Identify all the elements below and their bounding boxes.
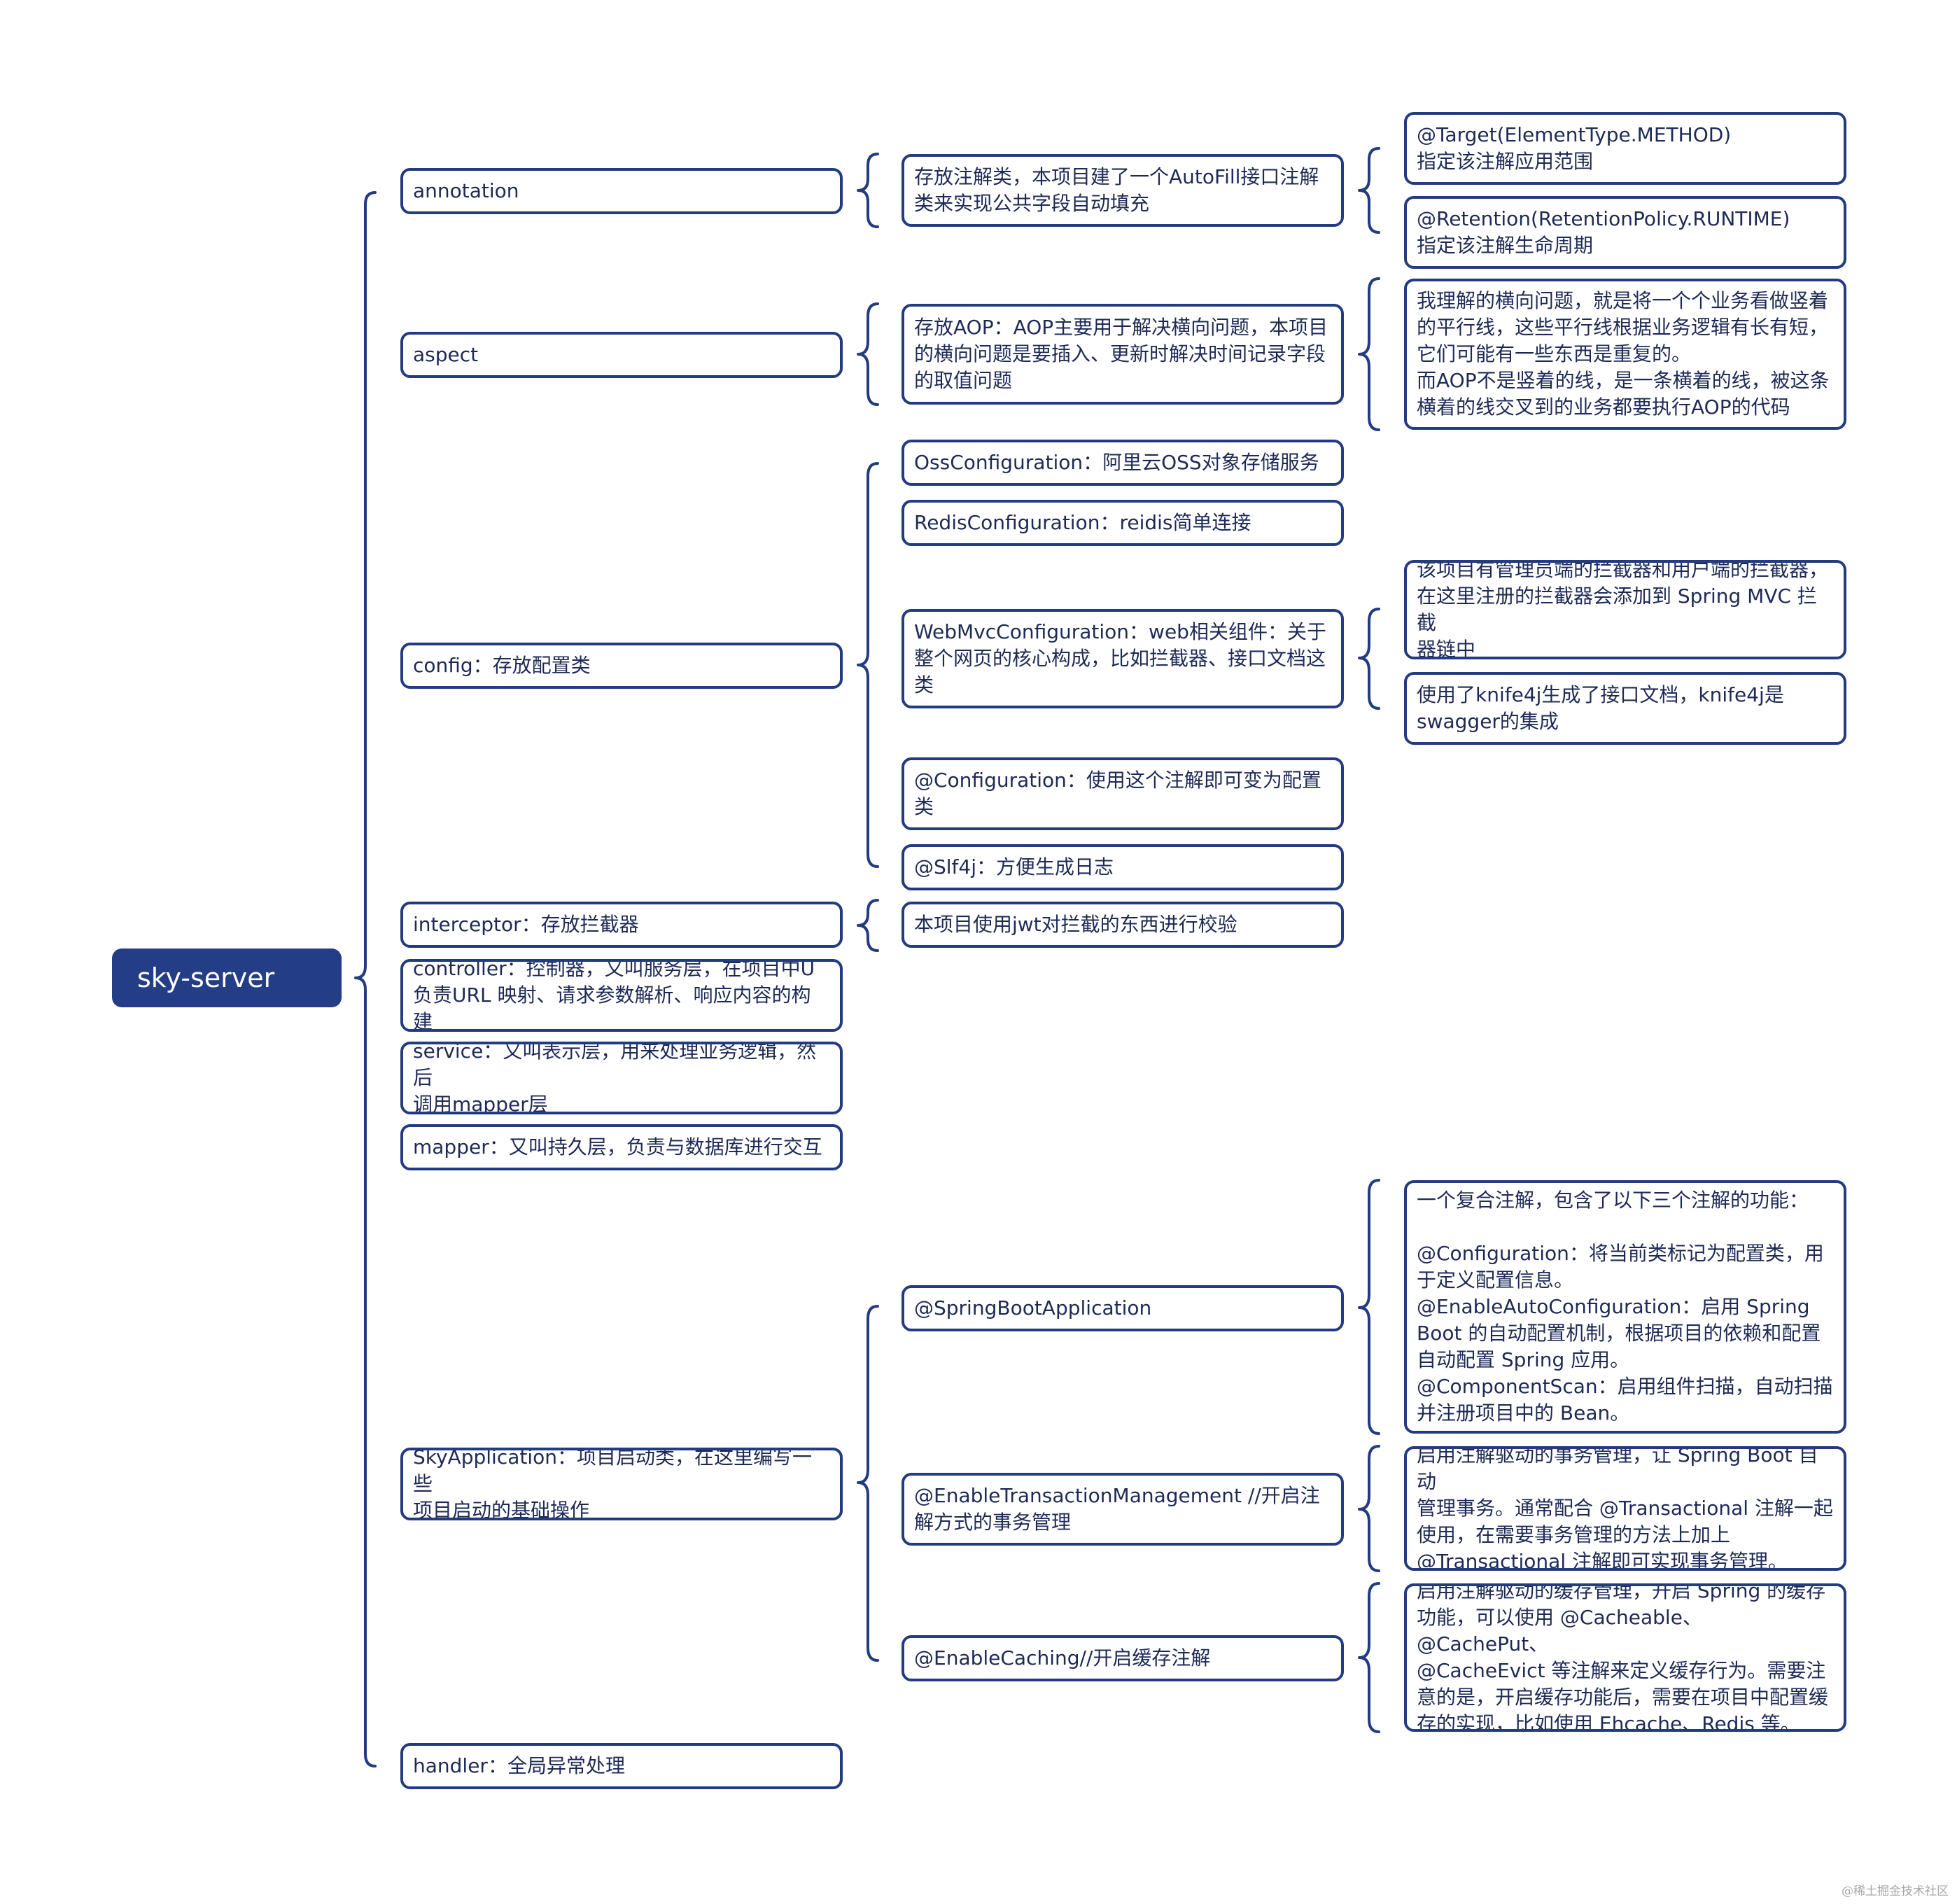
node-target-label: @Target(ElementType.METHOD) 指定该注解应用范围 [1417, 123, 1732, 173]
node-knife4j-note[interactable]: 使用了knife4j生成了接口文档，knife4j是 swagger的集成 [1404, 672, 1846, 745]
node-caching-note-label: 启用注解驱动的缓存管理，开启 Spring 的缓存 功能，可以使用 @Cache… [1417, 1583, 1829, 1732]
node-oss-config-label: OssConfiguration：阿里云OSS对象存储服务 [914, 451, 1319, 474]
node-interceptor-label: interceptor：存放拦截器 [413, 913, 639, 936]
node-annotation-desc[interactable]: 存放注解类，本项目建了一个AutoFill接口注解 类来实现公共字段自动填充 [902, 154, 1344, 227]
node-aop-explain-label: 我理解的横向问题，就是将一个个业务看做竖着 的平行线，这些平行线根据业务逻辑有长… [1417, 289, 1830, 419]
node-config[interactable]: config：存放配置类 [400, 643, 843, 689]
node-service[interactable]: service：又叫表示层，用来处理业务逻辑，然后 调用mapper层 [400, 1042, 843, 1114]
node-springboot-application-label: @SpringBootApplication [914, 1296, 1152, 1320]
node-springboot-note-label: 一个复合注解，包含了以下三个注解的功能： @Configuration：将当前类… [1417, 1189, 1833, 1424]
node-annotation-label: annotation [413, 179, 519, 202]
watermark: @稀土掘金技术社区 [1842, 1884, 1949, 1898]
node-webmvc-config[interactable]: WebMvcConfiguration：web相关组件：关于 整个网页的核心构成… [902, 609, 1344, 708]
aspect-brace [857, 302, 879, 406]
node-aop-explain[interactable]: 我理解的横向问题，就是将一个个业务看做竖着 的平行线，这些平行线根据业务逻辑有长… [1404, 279, 1846, 430]
node-interceptors-note[interactable]: 该项目有管理员端的拦截器和用户端的拦截器， 在这里注册的拦截器会添加到 Spri… [1404, 560, 1846, 659]
tx-brace [1358, 1445, 1380, 1572]
root-node[interactable]: sky-server [112, 948, 342, 1007]
aspect-desc-brace [1358, 277, 1380, 431]
node-handler[interactable]: handler：全局异常处理 [400, 1743, 843, 1789]
node-aspect-label: aspect [413, 343, 479, 366]
node-configuration-annotation-label: @Configuration：使用这个注解即可变为配置 类 [914, 769, 1321, 818]
annotation-desc-brace [1358, 147, 1380, 234]
node-redis-config-label: RedisConfiguration：reidis简单连接 [914, 511, 1251, 534]
node-aspect-desc[interactable]: 存放AOP：AOP主要用于解决横向问题，本项目 的横向问题是要插入、更新时解决时… [902, 304, 1344, 405]
config-brace [857, 462, 879, 868]
node-controller-label: controller：控制器，又叫服务层，在项目中U 负责URL 映射、请求参数… [413, 959, 815, 1032]
node-jwt-label: 本项目使用jwt对拦截的东西进行校验 [914, 913, 1237, 936]
node-springboot-note[interactable]: 一个复合注解，包含了以下三个注解的功能： @Configuration：将当前类… [1404, 1180, 1846, 1434]
node-slf4j-label: @Slf4j：方便生成日志 [914, 855, 1114, 878]
node-mapper-label: mapper：又叫持久层，负责与数据库进行交互 [413, 1135, 822, 1158]
node-transaction-note-label: 启用注解驱动的事务管理，让 Spring Boot 自动 管理事务。通常配合 @… [1417, 1446, 1833, 1571]
node-webmvc-config-label: WebMvcConfiguration：web相关组件：关于 整个网页的核心构成… [914, 620, 1326, 696]
node-caching-note[interactable]: 启用注解驱动的缓存管理，开启 Spring 的缓存 功能，可以使用 @Cache… [1404, 1583, 1846, 1732]
node-aspect[interactable]: aspect [400, 332, 843, 378]
node-annotation-desc-label: 存放注解类，本项目建了一个AutoFill接口注解 类来实现公共字段自动填充 [914, 165, 1319, 215]
annotation-brace [857, 153, 879, 228]
node-interceptors-note-label: 该项目有管理员端的拦截器和用户端的拦截器， 在这里注册的拦截器会添加到 Spri… [1417, 560, 1829, 659]
skyapp-brace [857, 1305, 879, 1662]
node-transaction-management[interactable]: @EnableTransactionManagement //开启注 解方式的事… [902, 1473, 1344, 1546]
root-label: sky-server [137, 962, 275, 993]
node-retention[interactable]: @Retention(RetentionPolicy.RUNTIME) 指定该注… [1404, 196, 1846, 269]
node-target[interactable]: @Target(ElementType.METHOD) 指定该注解应用范围 [1404, 112, 1846, 185]
webmvc-brace [1358, 608, 1380, 710]
node-annotation[interactable]: annotation [400, 168, 843, 214]
root-brace [354, 191, 377, 1768]
node-redis-config[interactable]: RedisConfiguration：reidis简单连接 [902, 500, 1344, 546]
node-configuration-annotation[interactable]: @Configuration：使用这个注解即可变为配置 类 [902, 757, 1344, 830]
node-enable-caching[interactable]: @EnableCaching//开启缓存注解 [902, 1635, 1344, 1681]
node-knife4j-note-label: 使用了knife4j生成了接口文档，knife4j是 swagger的集成 [1417, 683, 1784, 733]
node-retention-label: @Retention(RetentionPolicy.RUNTIME) 指定该注… [1417, 207, 1790, 257]
caching-brace [1358, 1582, 1380, 1733]
node-aspect-desc-label: 存放AOP：AOP主要用于解决横向问题，本项目 的横向问题是要插入、更新时解决时… [914, 316, 1328, 392]
node-transaction-management-label: @EnableTransactionManagement //开启注 解方式的事… [914, 1484, 1320, 1534]
node-slf4j[interactable]: @Slf4j：方便生成日志 [902, 844, 1344, 890]
node-oss-config[interactable]: OssConfiguration：阿里云OSS对象存储服务 [902, 440, 1344, 486]
node-config-label: config：存放配置类 [413, 654, 591, 677]
interceptor-brace [857, 899, 879, 952]
node-sky-application-label: SkyApplication：项目启动类，在这里编写一些 项目启动的基础操作 [413, 1448, 813, 1520]
node-service-label: service：又叫表示层，用来处理业务逻辑，然后 调用mapper层 [413, 1042, 817, 1114]
node-mapper[interactable]: mapper：又叫持久层，负责与数据库进行交互 [400, 1124, 843, 1170]
node-interceptor[interactable]: interceptor：存放拦截器 [400, 902, 843, 948]
node-springboot-application[interactable]: @SpringBootApplication [902, 1285, 1344, 1331]
node-transaction-note[interactable]: 启用注解驱动的事务管理，让 Spring Boot 自动 管理事务。通常配合 @… [1404, 1446, 1846, 1571]
node-controller[interactable]: controller：控制器，又叫服务层，在项目中U 负责URL 映射、请求参数… [400, 959, 843, 1032]
node-jwt[interactable]: 本项目使用jwt对拦截的东西进行校验 [902, 902, 1344, 948]
springboot-brace [1358, 1179, 1380, 1435]
node-handler-label: handler：全局异常处理 [413, 1754, 625, 1777]
node-enable-caching-label: @EnableCaching//开启缓存注解 [914, 1646, 1211, 1670]
node-sky-application[interactable]: SkyApplication：项目启动类，在这里编写一些 项目启动的基础操作 [400, 1448, 843, 1520]
